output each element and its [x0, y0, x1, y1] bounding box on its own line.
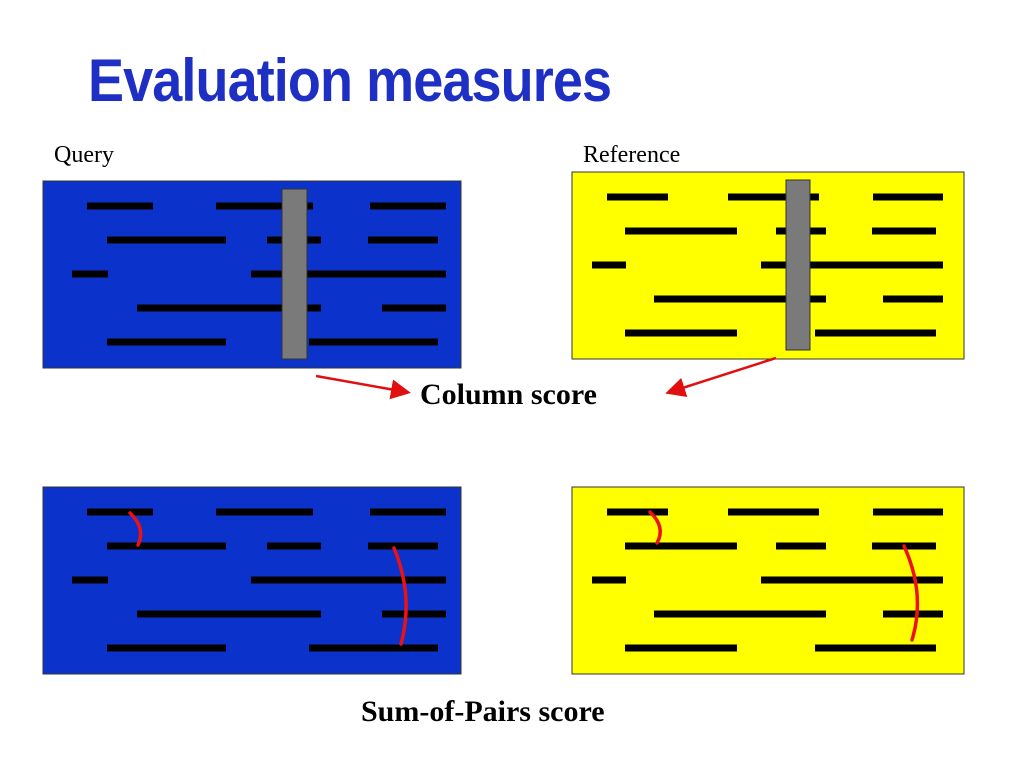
sum-of-pairs-score-label: Sum-of-Pairs score: [361, 695, 605, 728]
pair-link-icon: [128, 511, 143, 547]
pair-link-icon: [648, 510, 662, 545]
column-score-label: Column score: [420, 378, 597, 411]
pair-link-icon: [392, 546, 408, 646]
pair-link-icon: [902, 544, 920, 642]
query-column-marker: [281, 188, 308, 360]
reference-label: Reference: [583, 142, 681, 168]
page-title: Evaluation measures: [88, 47, 612, 114]
query-label: Query: [54, 142, 114, 168]
right-arrow-icon: [315, 374, 411, 400]
left-arrow-icon: [665, 356, 777, 397]
reference-column-marker: [785, 179, 811, 351]
